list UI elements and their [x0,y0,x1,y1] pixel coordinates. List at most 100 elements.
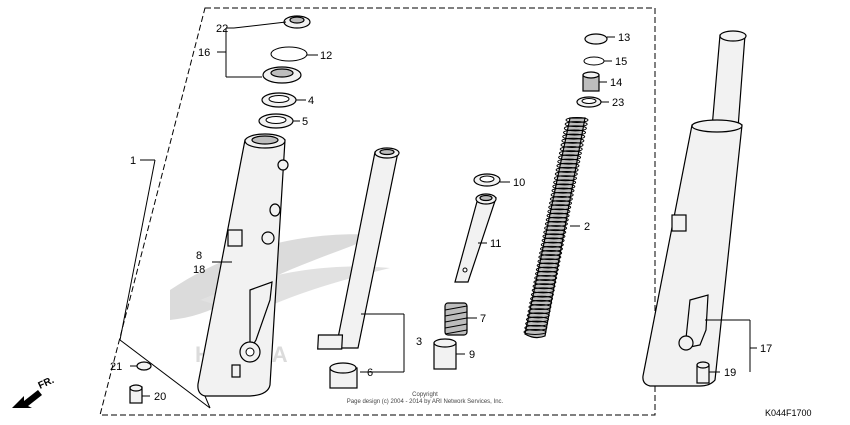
callout-16[interactable]: 16 [198,47,210,59]
spring-coil [548,204,572,211]
spring-coil [525,316,549,323]
spring-coil [543,229,567,236]
spring-coil [540,241,564,248]
callout-23[interactable]: 23 [612,97,624,109]
spring-coil [536,262,560,269]
callout-21[interactable]: 21 [110,361,122,373]
spring-coil [547,208,571,215]
diagram-code: K044F1700 [765,408,812,418]
spring-coil [538,254,562,261]
spring-coil [564,121,588,128]
part-16-inner [270,68,294,78]
part-10-hole [479,175,495,183]
callout-3[interactable]: 3 [416,336,422,348]
callout-4[interactable]: 4 [308,95,314,107]
part-20-socket-bolt[interactable] [129,384,143,404]
spring-coil [535,270,559,277]
callout-20[interactable]: 20 [154,391,166,403]
spring-coil [542,233,566,240]
callout-19[interactable]: 19 [724,367,736,379]
spring-coil [563,125,587,132]
callout-8[interactable]: 8 [196,250,202,262]
spring-coil [550,191,574,198]
spring-coil [555,166,579,173]
spring-coil [525,320,549,327]
callout-9[interactable]: 9 [469,349,475,361]
part-19-socket-bolt[interactable] [696,361,710,384]
callout-11[interactable]: 11 [490,238,501,250]
spring-coil [539,250,563,257]
part-3-fork-pipe[interactable] [317,147,400,350]
callout-14[interactable]: 14 [610,77,622,89]
part-1-fork-case-left[interactable] [197,133,289,397]
spring-coil [554,171,578,178]
part-22-inner [289,16,305,24]
callout-2[interactable]: 2 [584,221,590,233]
part-6-slide-bush[interactable] [329,362,358,389]
spring-coil [562,133,586,140]
spring-coil [551,187,575,194]
spring-coil [524,324,548,331]
spring-coil [560,141,584,148]
spring-coil [535,266,559,273]
part-13-cap[interactable] [584,33,608,45]
spring-coil [530,295,554,302]
spring-coil [527,308,551,315]
spring-coil [546,212,570,219]
spring-coil [544,220,568,227]
callout-17[interactable]: 17 [760,343,772,355]
spring-coil [523,329,547,335]
part-5-hole [265,116,287,124]
part-7-rebound-spring[interactable] [444,302,468,336]
callout-10[interactable]: 10 [513,177,525,189]
part-21-sealing-washer[interactable] [136,361,152,371]
spring-coil [533,279,557,286]
front-arrow-icon [12,390,42,408]
spring-coil [549,195,573,202]
spring-coil [565,117,589,123]
callout-7[interactable]: 7 [480,313,486,325]
callout-13[interactable]: 13 [618,32,630,44]
callout-labels: 22 16 12 4 5 1 8 18 3 6 7 9 10 11 2 13 1… [110,23,772,403]
part-2-fork-spring[interactable] [523,117,589,339]
copyright-notice: Page design (c) 2004 - 2014 by ARI Netwo… [347,399,504,405]
spring-coil [532,283,556,290]
spring-coil [534,274,558,281]
callout-5[interactable]: 5 [302,116,308,128]
spring-coil [556,162,580,169]
spring-coil [561,137,585,144]
spring-coil [528,304,552,311]
part-11-fork-piston[interactable] [454,193,497,283]
callout-15[interactable]: 15 [615,56,627,68]
spring-coil [526,312,550,319]
part-9-oil-lock-piece[interactable] [433,338,457,370]
part-15-circlip[interactable] [583,56,605,66]
leader-lines [119,21,757,409]
callout-12[interactable]: 12 [320,50,332,62]
front-direction-indicator: FR. [12,375,56,408]
spring-coil [541,237,565,244]
part-17-fork-assembly-right[interactable] [642,30,747,387]
spring-coil [553,179,577,186]
front-direction-label: FR. [37,375,56,392]
spring-coil [549,200,573,207]
spring-coil [529,299,553,306]
spring-coil [559,146,583,153]
callout-22[interactable]: 22 [216,23,228,35]
spring-coil [558,150,582,157]
spring-coil [530,291,554,298]
spring-coil [531,287,555,294]
spring-coil [537,258,561,265]
assembly-boundary [99,7,656,416]
spring-coil [557,158,581,165]
part-12-stopper-ring[interactable] [270,46,308,62]
spring-coil [545,216,569,223]
part-14-bolt[interactable] [582,71,600,92]
callout-1[interactable]: 1 [130,155,136,167]
part-23-hole [581,98,597,104]
callout-6[interactable]: 6 [367,367,373,379]
spring-coil [558,154,582,161]
callout-18[interactable]: 18 [193,264,205,276]
spring-coil [552,183,576,190]
